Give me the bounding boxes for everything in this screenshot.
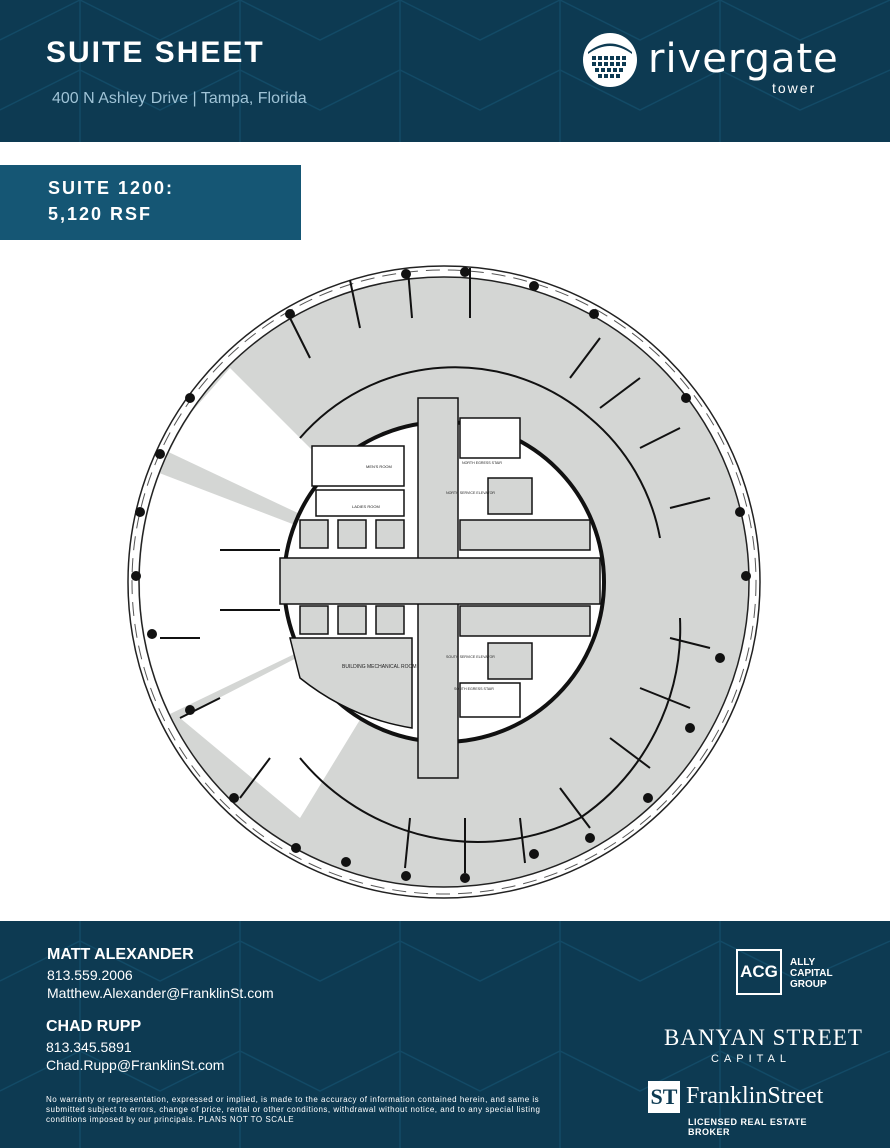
north-egress-stair <box>459 417 521 459</box>
ladies-room-label: LADIES ROOM <box>352 504 380 509</box>
disclaimer-text: No warranty or representation, expressed… <box>46 1095 541 1124</box>
contact-phone-2[interactable]: 813.345.5891 <box>46 1039 132 1055</box>
contact-name-2: CHAD RUPP <box>46 1018 142 1035</box>
ladies-room <box>315 489 405 517</box>
east-west-corridor <box>279 557 601 605</box>
logo-wordmark: rivergate <box>648 36 839 82</box>
page-footer: MATT ALEXANDER 813.559.2006 Matthew.Alex… <box>0 921 890 1148</box>
page-header: SUITE SHEET 400 N Ashley Drive | Tampa, … <box>0 0 890 142</box>
mechanical-room <box>289 637 413 729</box>
acg-mark: ACG <box>736 949 782 995</box>
building-address: 400 N Ashley Drive | Tampa, Florida <box>52 90 307 107</box>
passenger-elevators <box>299 519 405 635</box>
contact-email-2[interactable]: Chad.Rupp@FranklinSt.com <box>46 1057 225 1073</box>
mens-room-label: MEN'S ROOM <box>366 464 392 469</box>
south-egress-stair-label: SOUTH EGRESS STAIR <box>454 687 494 691</box>
rivergate-logo: rivergate tower <box>580 30 850 100</box>
logo-subtitle: tower <box>772 80 817 96</box>
contact-name-1: MATT ALEXANDER <box>47 946 194 963</box>
header-pattern <box>0 0 890 142</box>
south-egress-stair <box>459 682 521 718</box>
mechanical-room-label: BUILDING MECHANICAL ROOM <box>342 664 417 670</box>
acg-name-line-3: GROUP <box>790 979 827 990</box>
acg-name-line-2: CAPITAL <box>790 968 833 979</box>
suite-info-box: SUITE 1200: 5,120 RSF <box>0 165 301 240</box>
franklin-street-tagline: LICENSED REAL ESTATE BROKER <box>688 1117 808 1137</box>
footer-pattern <box>0 921 890 1148</box>
franklin-street-wordmark: FranklinStreet <box>686 1083 824 1109</box>
banyan-street-sub: CAPITAL <box>711 1053 792 1065</box>
south-service-elevator <box>487 642 533 680</box>
contact-phone-1[interactable]: 813.559.2006 <box>47 967 133 983</box>
contact-email-1[interactable]: Matthew.Alexander@FranklinSt.com <box>47 985 274 1001</box>
south-service-elevator-label: SOUTH SERVICE ELEVATOR <box>446 655 495 659</box>
ally-capital-group-logo: ACG ALLY CAPITAL GROUP <box>736 949 856 1001</box>
franklin-street-mark: ST <box>648 1081 680 1113</box>
banyan-street-logo: BANYAN STREET <box>664 1025 863 1050</box>
suite-area: 5,120 RSF <box>48 204 153 224</box>
acg-name-line-1: ALLY <box>790 957 816 968</box>
franklin-street-logo: ST FranklinStreet LICENSED REAL ESTATE B… <box>648 1081 848 1137</box>
north-egress-stair-label: NORTH EGRESS STAIR <box>462 461 502 465</box>
page-title: SUITE SHEET <box>46 36 265 69</box>
suite-number: SUITE 1200: <box>48 178 175 198</box>
floor-plan: MEN'S ROOM LADIES ROOM NORTH EGRESS STAI… <box>127 265 761 899</box>
mens-room <box>311 445 405 487</box>
globe-icon <box>583 33 637 87</box>
north-service-elevator-label: NORTH SERVICE ELEVATOR <box>446 491 495 495</box>
north-service-elevator <box>487 477 533 515</box>
